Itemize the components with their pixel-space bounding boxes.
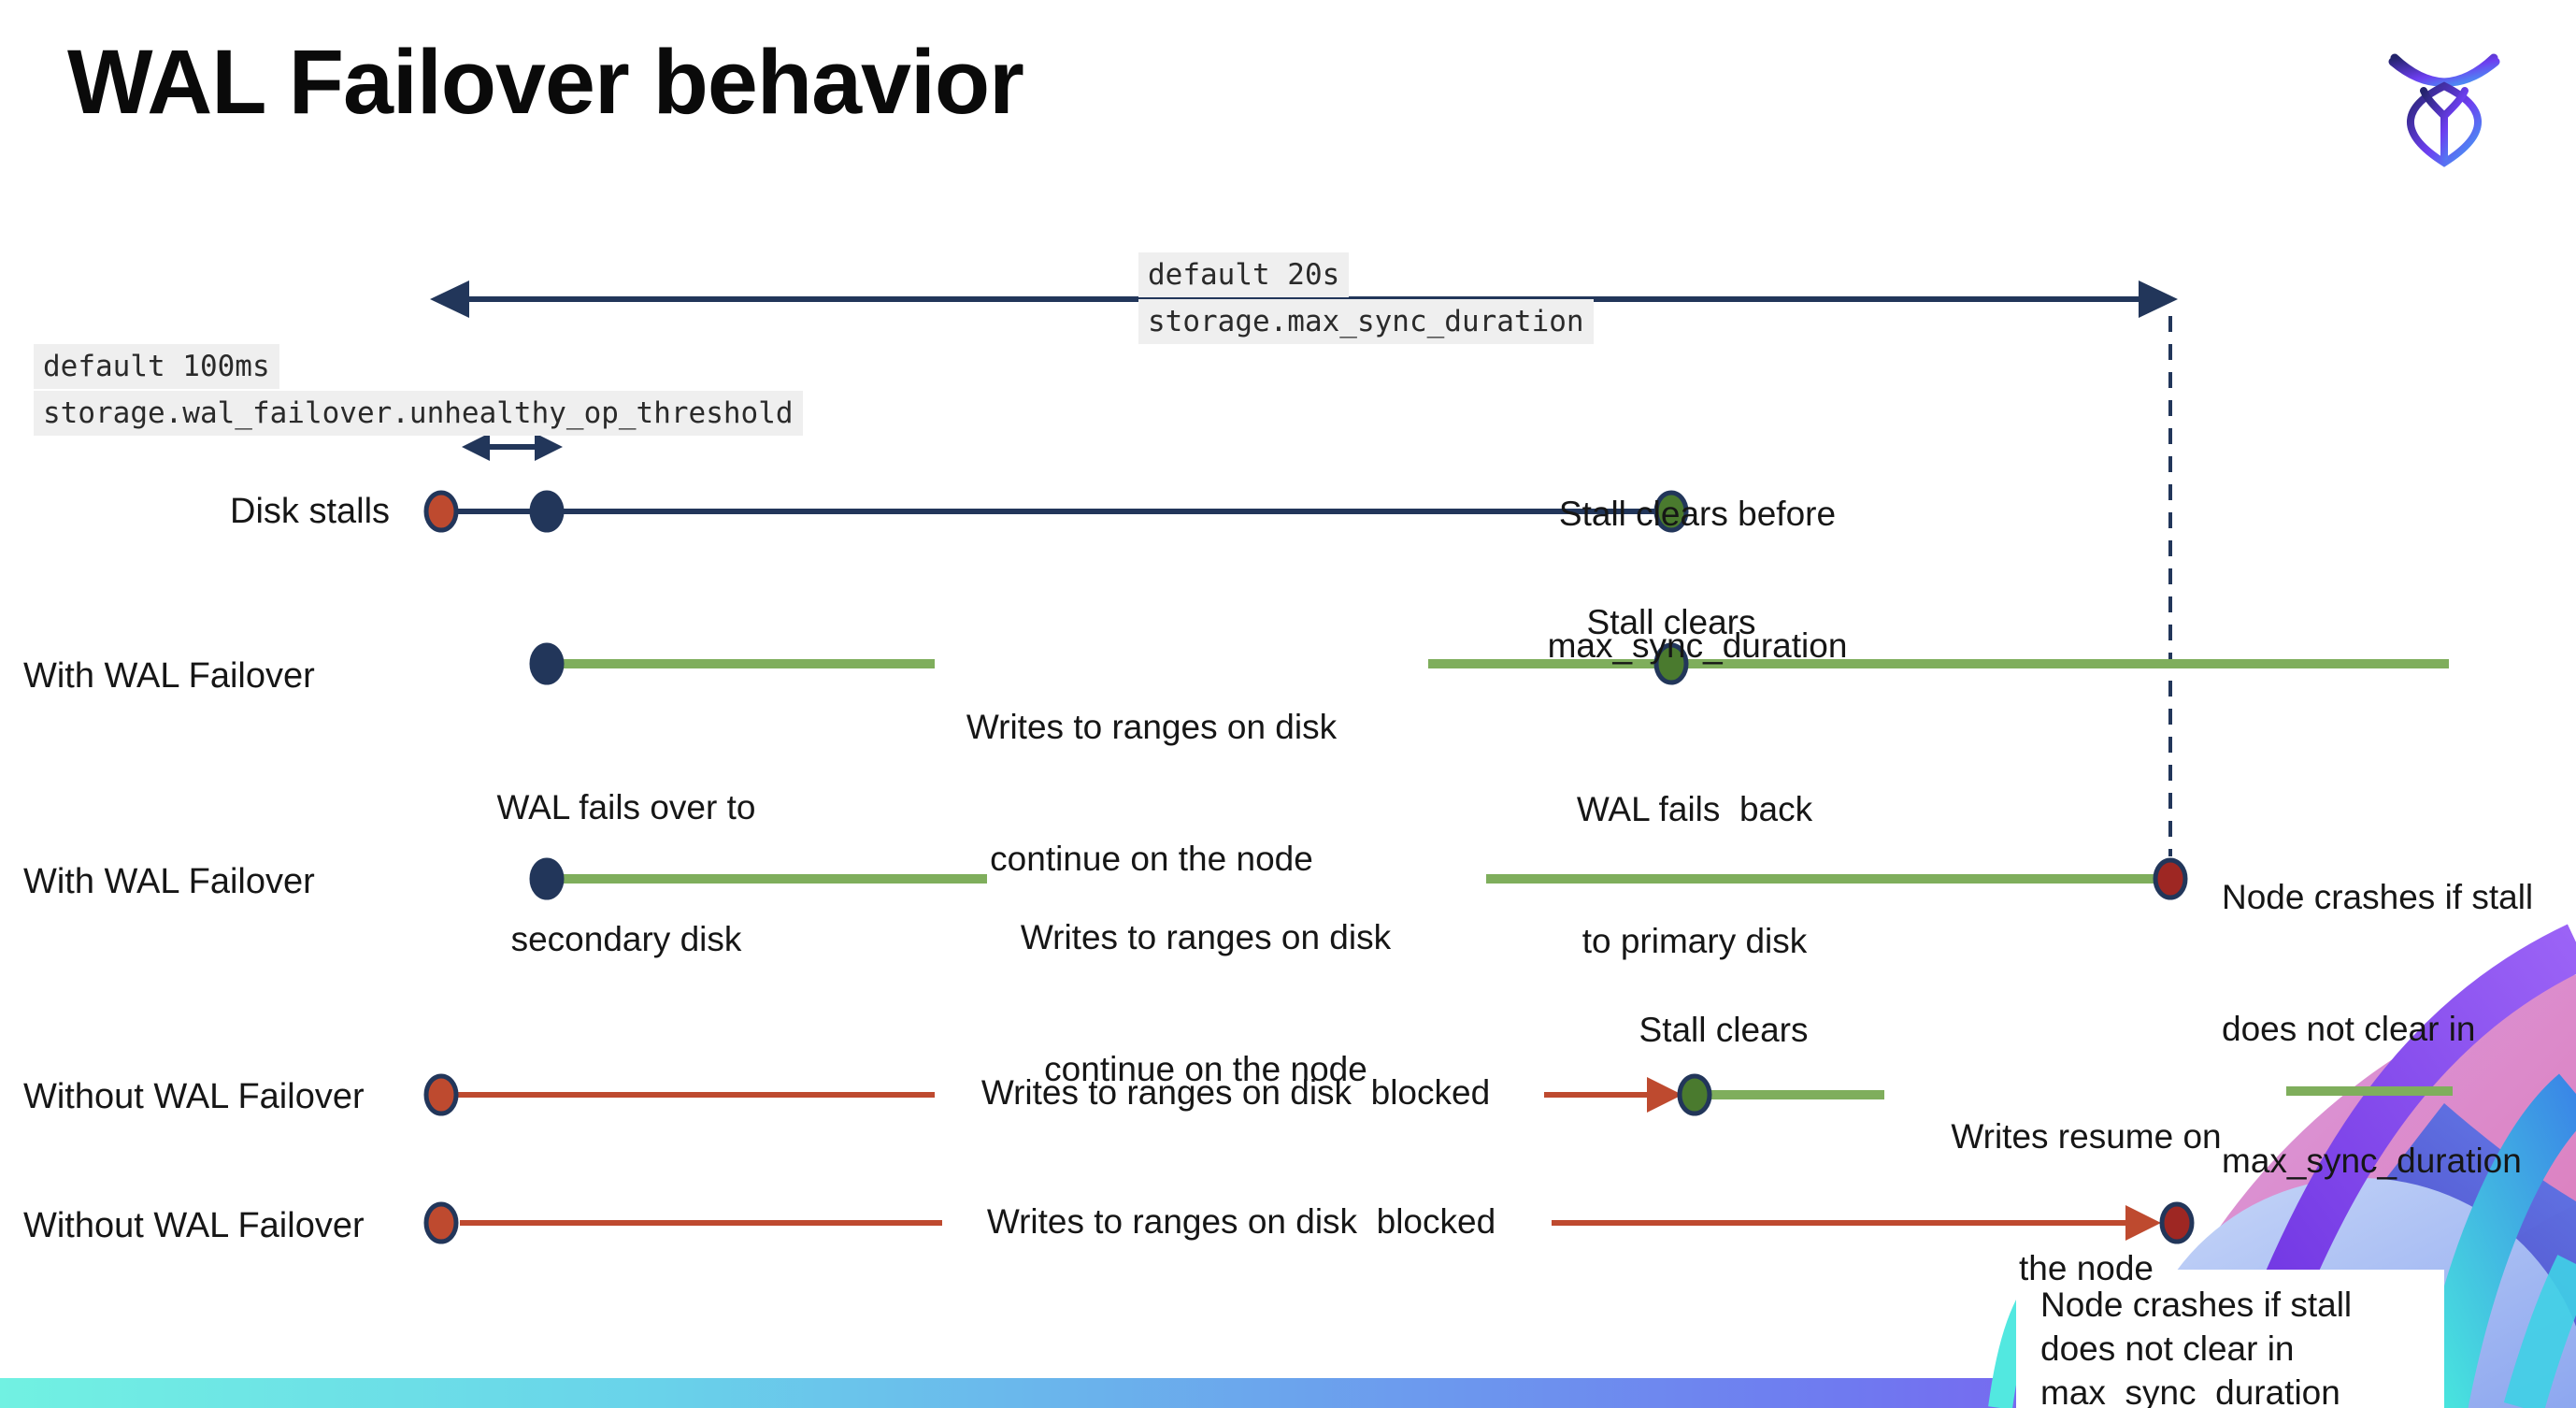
- timeline-no-failover-crash: [423, 1201, 2195, 1244]
- timeline-wal-failover-crash: [529, 857, 2188, 900]
- row-label-without-wal-failover-1: Without WAL Failover: [23, 1077, 365, 1116]
- node-crash-callout-box: Node crashes if stall does not clear in …: [2016, 1270, 2444, 1408]
- setting-name: storage.max_sync_duration: [1138, 299, 1594, 344]
- cockroachdb-logo-icon: [2388, 53, 2500, 167]
- annotation-writes-resume: Writes resume on the node: [1951, 1117, 2222, 1287]
- max-sync-duration-label: default 20s storage.max_sync_duration: [1138, 252, 1594, 346]
- annotation-writes-continue-1: Writes to ranges on disk continue on the…: [966, 708, 1338, 878]
- node-crash-dot: [2153, 857, 2188, 900]
- stall-clears-dot: [1677, 1073, 1712, 1116]
- timeline-disk-stalls: [423, 490, 1689, 533]
- row-label-with-wal-failover-2: With WAL Failover: [23, 862, 315, 901]
- annotation-node-crashes-1: Node crashes if stall does not clear in …: [2222, 878, 2534, 1180]
- art-teal-arc: [2415, 1073, 2576, 1408]
- node-crash-dot: [2159, 1201, 2195, 1244]
- timeline-wal-failover-clears: [529, 642, 2449, 685]
- setting-default-value: default 20s: [1138, 252, 1350, 297]
- row-label-with-wal-failover-1: With WAL Failover: [23, 656, 315, 696]
- annotation-writes-continue-2: Writes to ranges on disk continue on the…: [1020, 918, 1392, 1088]
- timeline-no-failover-clears: [423, 1073, 2453, 1116]
- stall-start-dot: [423, 1073, 459, 1116]
- art-teal-arc-small: [2503, 1255, 2576, 1408]
- annotation-node-crashes-2: Node crashes if stall does not clear in …: [2040, 1286, 2353, 1408]
- arrowhead-right: [2139, 280, 2178, 318]
- failover-dot: [529, 642, 565, 685]
- unhealthy-op-threshold-label: default 100ms storage.wal_failover.unhea…: [34, 344, 803, 438]
- arrowhead-right: [2125, 1205, 2161, 1241]
- annotation-wal-fails-back: WAL fails back to primary disk: [1576, 790, 1813, 960]
- setting-default-value: default 100ms: [34, 344, 279, 389]
- annotation-wal-fails-over: WAL fails over to secondary disk: [496, 788, 756, 958]
- page-title: WAL Failover behavior: [67, 31, 1024, 133]
- stall-start-dot: [423, 1201, 459, 1244]
- arrowhead-right: [1647, 1077, 1682, 1113]
- arrowhead-left: [430, 280, 469, 318]
- unhealthy-op-threshold-arrow: [462, 433, 563, 461]
- threshold-dot: [529, 490, 565, 533]
- annotation-stall-clears-1: Stall clears: [1586, 603, 1756, 641]
- arrowhead-left: [462, 433, 490, 461]
- annotation-writes-blocked-1: Writes to ranges on disk blocked: [980, 1073, 1491, 1112]
- row-label-disk-stalls: Disk stalls: [230, 492, 391, 531]
- stall-clears-dot: [1653, 490, 1689, 533]
- arrowhead-right: [535, 433, 563, 461]
- failover-dot: [529, 857, 565, 900]
- setting-name: storage.wal_failover.unhealthy_op_thresh…: [34, 391, 803, 436]
- annotation-stall-clears-before: Stall clears before max_sync_duration: [1547, 495, 1848, 665]
- annotation-writes-blocked-2: Writes to ranges on disk blocked: [986, 1202, 1496, 1241]
- stall-start-dot: [423, 490, 459, 533]
- annotation-stall-clears-2: Stall clears: [1639, 1011, 1809, 1049]
- row-label-without-wal-failover-2: Without WAL Failover: [23, 1206, 365, 1245]
- stall-clears-dot: [1653, 642, 1689, 685]
